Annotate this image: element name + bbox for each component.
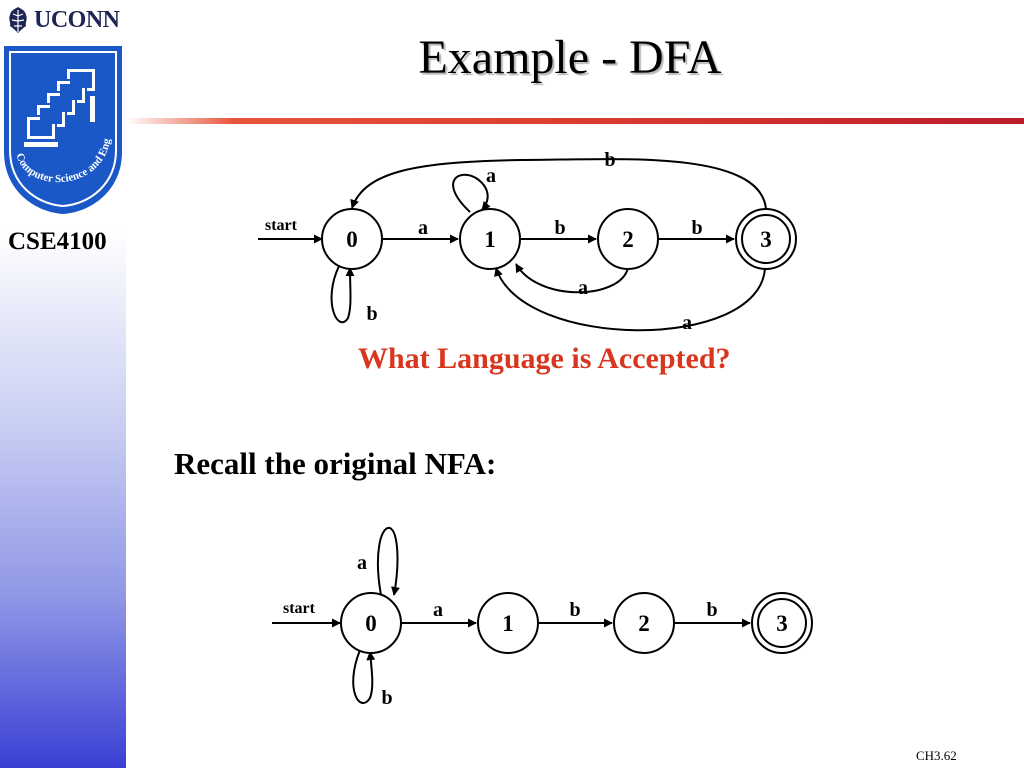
dfa-label-2-1: a: [578, 277, 588, 299]
nfa-state-2: [613, 592, 675, 654]
dfa-state-label-0: 0: [346, 227, 358, 252]
title-rule: [126, 118, 1024, 124]
dfa-state-2: [597, 208, 659, 270]
dfa-label-1-1: a: [486, 165, 496, 187]
dfa-state-3-inner: [741, 214, 791, 264]
nfa-state-3-inner: [757, 598, 807, 648]
dfa-state-0: [321, 208, 383, 270]
dfa-edge-3-1: [494, 267, 766, 332]
dfa-state-1: [459, 208, 521, 270]
dfa-label-1-2: b: [554, 217, 565, 239]
nfa-state-label-0: 0: [365, 611, 377, 636]
nfa-diagram: start 0 1 2 3 a b a b b: [272, 527, 813, 709]
nfa-state-label-3: 3: [776, 611, 788, 636]
dfa-label-0-0: b: [366, 303, 377, 325]
cse-department-logo: Computer Science and Engineering: [2, 44, 122, 214]
nfa-start-label: start: [283, 600, 316, 617]
dfa-loop-0: [330, 265, 355, 324]
uconn-brand: UCONN: [6, 4, 120, 36]
dfa-state-label-3: 3: [760, 227, 772, 252]
slide-title: Example - DFA: [418, 31, 722, 84]
dfa-start-label: start: [265, 217, 298, 234]
dfa-loop-1: [452, 173, 491, 213]
dfa-label-3-0: b: [604, 149, 615, 171]
question-text: What Language is Accepted?: [358, 342, 731, 375]
course-code: CSE4100: [8, 228, 107, 255]
uconn-wordmark: UCONN: [34, 6, 120, 33]
recall-heading: Recall the original NFA:: [174, 446, 497, 481]
nfa-state-label-2: 2: [638, 611, 650, 636]
dfa-label-0-1: a: [418, 217, 428, 239]
nfa-state-0: [340, 592, 402, 654]
nfa-state-1: [477, 592, 539, 654]
nfa-loop-0-a: [377, 527, 400, 596]
dfa-label-3-1: a: [682, 312, 692, 334]
nfa-label-0-1: a: [433, 599, 443, 621]
dfa-edge-2-1: [515, 263, 629, 294]
dfa-state-3-outer: [735, 208, 797, 270]
nfa-label-0-0-b: b: [381, 687, 392, 709]
dfa-diagram: start 0 1 2 3 a a b b b b a a: [258, 149, 797, 334]
oak-leaf-icon: [9, 7, 27, 33]
nfa-label-2-3: b: [706, 599, 717, 621]
nfa-state-3-outer: [751, 592, 813, 654]
slide-number: CH3.62: [916, 748, 957, 763]
sidebar: UCONN Computer Science and Engineering C…: [0, 0, 126, 768]
dfa-edge-3-0: [350, 158, 767, 210]
dfa-state-label-1: 1: [484, 227, 496, 252]
nfa-label-0-0-a: a: [357, 552, 367, 574]
nfa-loop-0-b: [352, 649, 376, 704]
nfa-state-label-1: 1: [502, 611, 514, 636]
dfa-state-label-2: 2: [622, 227, 634, 252]
dfa-label-2-3: b: [691, 217, 702, 239]
nfa-label-1-2: b: [569, 599, 580, 621]
